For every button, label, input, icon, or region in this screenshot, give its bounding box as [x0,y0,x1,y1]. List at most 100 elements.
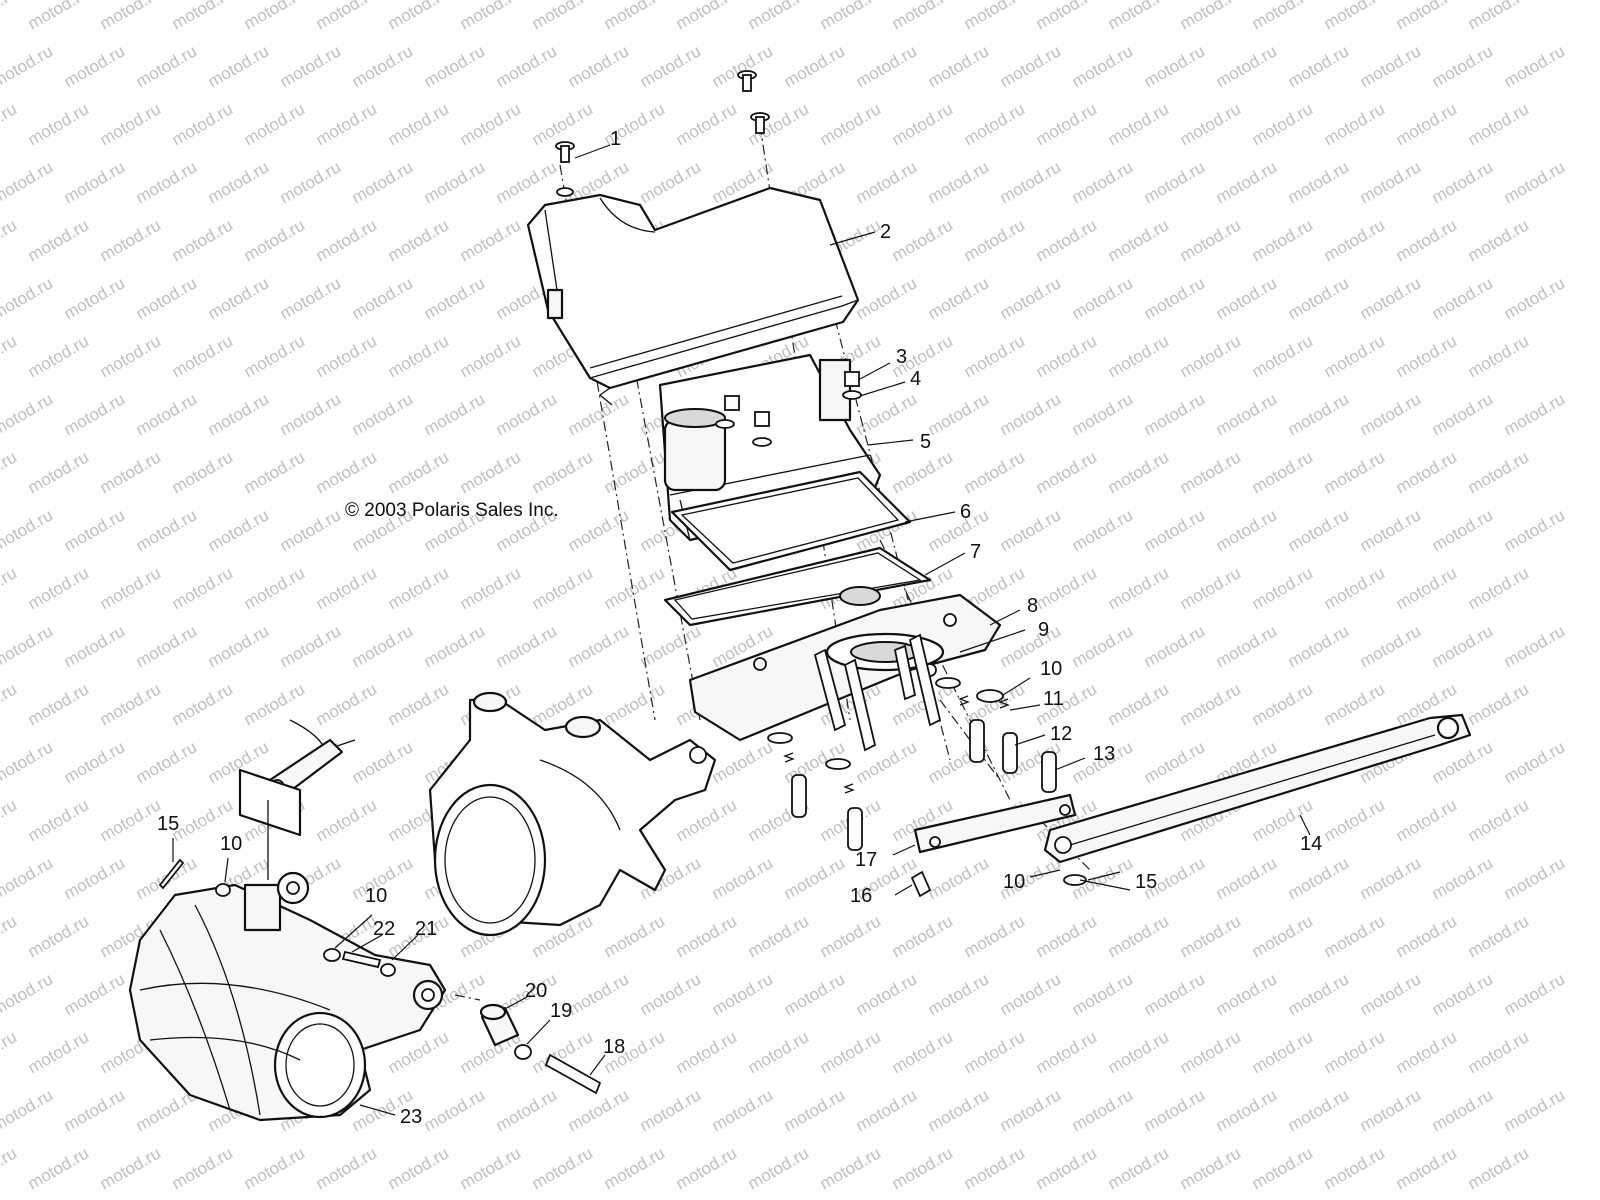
watermark-text: motod.ru [1177,679,1245,729]
watermark-text: motod.ru [1501,505,1569,555]
watermark-text: motod.ru [61,273,129,323]
watermark-text: motod.ru [97,447,165,497]
watermark-text: motod.ru [709,737,777,787]
callout-20: 20 [525,980,547,1002]
watermark-text: motod.ru [1465,0,1533,33]
watermark-text: motod.ru [133,273,201,323]
watermark-text: motod.ru [457,1143,525,1193]
watermark-text: motod.ru [601,911,669,961]
watermark-text: motod.ru [1249,1027,1317,1077]
callout-14: 14 [1300,833,1322,855]
watermark-text: motod.ru [1141,505,1209,555]
watermark-text: motod.ru [61,157,129,207]
watermark-text: motod.ru [889,0,957,33]
watermark-text: motod.ru [1285,1085,1353,1135]
watermark-text: motod.ru [1105,563,1173,613]
callout-21: 21 [415,918,437,940]
watermark-text: motod.ru [1393,563,1461,613]
watermark-text: motod.ru [1213,621,1281,671]
watermark-text: motod.ru [997,41,1065,91]
nozzle-housing [428,691,717,937]
watermark-text: motod.ru [1105,1143,1173,1193]
watermark-text: motod.ru [709,853,777,903]
watermark-text: motod.ru [313,215,381,265]
watermark-text: motod.ru [1501,853,1569,903]
watermark-text: motod.ru [133,41,201,91]
watermark-text: motod.ru [0,215,20,265]
watermark-text: motod.ru [1249,679,1317,729]
watermark-text: motod.ru [1465,563,1533,613]
watermark-text: motod.ru [1465,1143,1533,1193]
watermark-text: motod.ru [817,1143,885,1193]
watermark-text: motod.ru [889,215,957,265]
watermark-text: motod.ru [493,41,561,91]
watermark-text: motod.ru [97,215,165,265]
watermark-text: motod.ru [1393,795,1461,845]
watermark-text: motod.ru [925,853,993,903]
watermark-text: motod.ru [25,1143,93,1193]
watermark-text: motod.ru [1393,99,1461,149]
watermark-text: motod.ru [25,795,93,845]
watermark-text: motod.ru [1429,389,1497,439]
watermark-text: motod.ru [1213,853,1281,903]
watermark-text: motod.ru [1141,41,1209,91]
watermark-text: motod.ru [385,447,453,497]
watermark-text: motod.ru [61,737,129,787]
watermark-text: motod.ru [1213,389,1281,439]
watermark-text: motod.ru [1033,911,1101,961]
watermark-text: motod.ru [1429,969,1497,1019]
callout-23: 23 [400,1106,422,1128]
watermark-text: motod.ru [349,389,417,439]
callout-4: 4 [910,368,921,390]
watermark-text: motod.ru [61,621,129,671]
watermark-text: motod.ru [169,563,237,613]
watermark-text: motod.ru [493,389,561,439]
watermark-text: motod.ru [205,273,273,323]
watermark-text: motod.ru [25,911,93,961]
watermark-text: motod.ru [673,1027,741,1077]
watermark-text: motod.ru [889,1027,957,1077]
watermark-text: motod.ru [25,447,93,497]
watermark-text: motod.ru [997,273,1065,323]
watermark-text: motod.ru [1177,0,1245,33]
watermark-text: motod.ru [925,273,993,323]
watermark-text: motod.ru [853,737,921,787]
watermark-text: motod.ru [25,1027,93,1077]
watermark-text: motod.ru [457,215,525,265]
watermark-text: motod.ru [493,157,561,207]
watermark-text: motod.ru [1285,157,1353,207]
watermark-text: motod.ru [1213,273,1281,323]
pins [791,719,1057,851]
watermark-text: motod.ru [1501,41,1569,91]
watermark-text: motod.ru [1285,621,1353,671]
watermark-text: motod.ru [1357,41,1425,91]
steering-arm [1043,713,1472,886]
watermark-text: motod.ru [1069,157,1137,207]
watermark-text: motod.ru [961,331,1029,381]
watermark-text: motod.ru [1213,1085,1281,1135]
watermark-text: motod.ru [1321,99,1389,149]
watermark-text: motod.ru [529,0,597,33]
watermark-text: motod.ru [133,737,201,787]
watermark-text: motod.ru [997,1085,1065,1135]
spring-washers [767,677,1010,794]
watermark-text: motod.ru [745,1143,813,1193]
watermark-text: motod.ru [277,41,345,91]
watermark-text: motod.ru [133,157,201,207]
watermark-text: motod.ru [1429,1085,1497,1135]
watermark-text: motod.ru [0,1085,56,1135]
watermark-text: motod.ru [1105,911,1173,961]
watermark-text: motod.ru [61,969,129,1019]
watermark-text: motod.ru [241,1143,309,1193]
watermark-text: motod.ru [1501,389,1569,439]
watermark-text: motod.ru [1033,215,1101,265]
callout-5: 5 [920,431,931,453]
watermark-text: motod.ru [1249,447,1317,497]
watermark-text: motod.ru [133,621,201,671]
watermark-text: motod.ru [0,41,56,91]
watermark-text: motod.ru [1393,0,1461,33]
watermark-text: motod.ru [997,505,1065,555]
watermark-text: motod.ru [97,0,165,33]
watermark-text: motod.ru [1429,853,1497,903]
watermark-text: motod.ru [1429,157,1497,207]
